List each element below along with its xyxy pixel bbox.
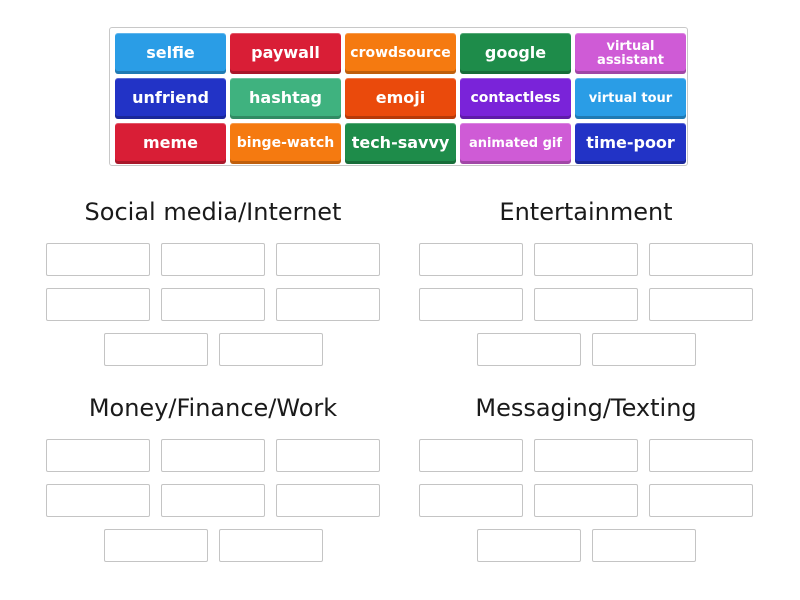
drop-slot[interactable] bbox=[161, 439, 265, 472]
drop-slot[interactable] bbox=[46, 243, 150, 276]
drop-slot[interactable] bbox=[419, 484, 523, 517]
group-title: Entertainment bbox=[499, 198, 673, 226]
drop-slot[interactable] bbox=[649, 439, 753, 472]
word-tile-meme[interactable]: meme bbox=[115, 123, 226, 164]
drop-slot[interactable] bbox=[419, 288, 523, 321]
drop-slot[interactable] bbox=[419, 243, 523, 276]
word-tile-virtual-assistant[interactable]: virtual assistant bbox=[575, 33, 686, 74]
drop-slot[interactable] bbox=[592, 333, 696, 366]
word-tile-crowdsource[interactable]: crowdsource bbox=[345, 33, 456, 74]
drop-slot[interactable] bbox=[219, 529, 323, 562]
word-tile-unfriend[interactable]: unfriend bbox=[115, 78, 226, 119]
drop-slot[interactable] bbox=[46, 439, 150, 472]
drop-slot[interactable] bbox=[161, 484, 265, 517]
drop-slot[interactable] bbox=[104, 333, 208, 366]
word-tile-contactless[interactable]: contactless bbox=[460, 78, 571, 119]
drop-slot[interactable] bbox=[161, 288, 265, 321]
word-tile-binge-watch[interactable]: binge-watch bbox=[230, 123, 341, 164]
drop-slot[interactable] bbox=[276, 439, 380, 472]
word-tile-paywall[interactable]: paywall bbox=[230, 33, 341, 74]
word-tile-animated-gif[interactable]: animated gif bbox=[460, 123, 571, 164]
drop-slot[interactable] bbox=[276, 243, 380, 276]
drop-slot[interactable] bbox=[276, 484, 380, 517]
word-tile-virtual-tour[interactable]: virtual tour bbox=[575, 78, 686, 119]
drop-slot[interactable] bbox=[161, 243, 265, 276]
drop-slot[interactable] bbox=[276, 288, 380, 321]
drop-slot[interactable] bbox=[534, 484, 638, 517]
drop-slot[interactable] bbox=[534, 288, 638, 321]
drop-slot[interactable] bbox=[46, 484, 150, 517]
drop-slot[interactable] bbox=[649, 288, 753, 321]
drop-slot[interactable] bbox=[649, 243, 753, 276]
group-title: Social media/Internet bbox=[84, 198, 342, 226]
drop-slot[interactable] bbox=[649, 484, 753, 517]
drop-slot[interactable] bbox=[104, 529, 208, 562]
drop-slot[interactable] bbox=[534, 439, 638, 472]
drop-slot[interactable] bbox=[534, 243, 638, 276]
drop-slot[interactable] bbox=[219, 333, 323, 366]
group-title: Money/Finance/Work bbox=[88, 394, 338, 422]
group-title: Messaging/Texting bbox=[475, 394, 697, 422]
word-tile-tech-savvy[interactable]: tech-savvy bbox=[345, 123, 456, 164]
word-tile-time-poor[interactable]: time-poor bbox=[575, 123, 686, 164]
word-tile-hashtag[interactable]: hashtag bbox=[230, 78, 341, 119]
drop-slot[interactable] bbox=[46, 288, 150, 321]
word-tile-emoji[interactable]: emoji bbox=[345, 78, 456, 119]
word-tile-google[interactable]: google bbox=[460, 33, 571, 74]
drop-slot[interactable] bbox=[419, 439, 523, 472]
drop-slot[interactable] bbox=[477, 529, 581, 562]
word-tile-selfie[interactable]: selfie bbox=[115, 33, 226, 74]
drop-slot[interactable] bbox=[477, 333, 581, 366]
drop-slot[interactable] bbox=[592, 529, 696, 562]
